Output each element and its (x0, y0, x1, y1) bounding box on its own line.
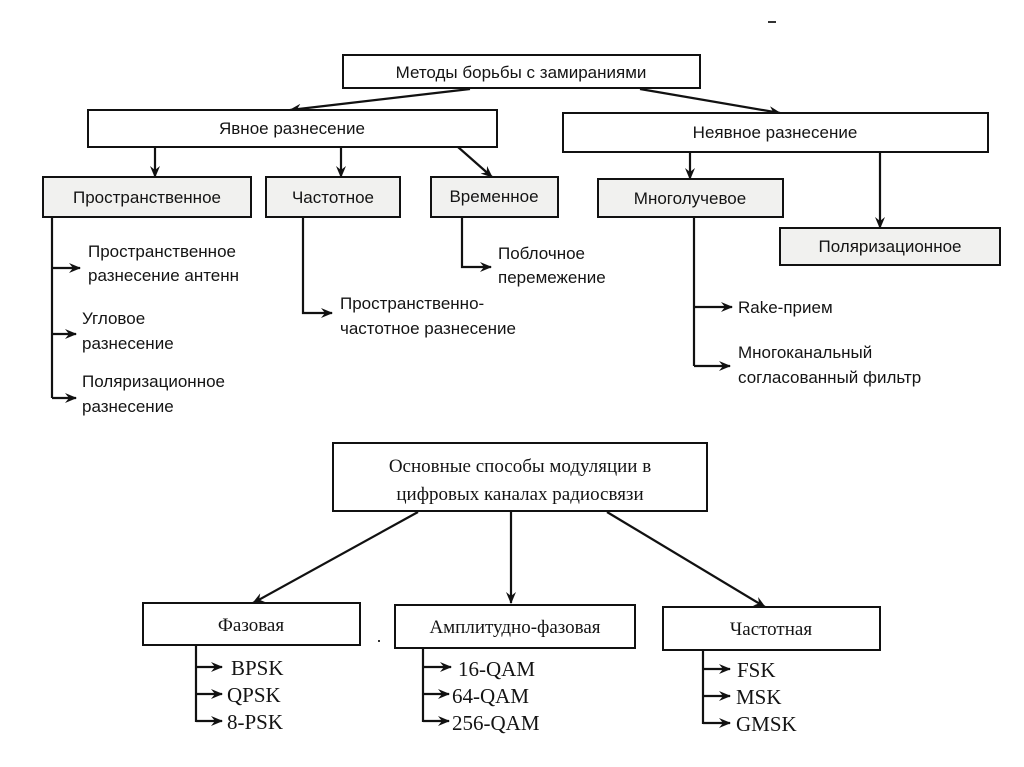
leaf-16qam: 16-QAM (458, 657, 535, 681)
svg-text:разнесение: разнесение (82, 397, 174, 416)
node-label: Неявное разнесение (693, 123, 858, 142)
node-explicit-diversity[interactable]: Явное разнесение (87, 109, 498, 148)
node-label: Амплитудно-фазовая (429, 617, 600, 638)
arrow-root-to-implicit (639, 87, 781, 117)
node-implicit-diversity[interactable]: Неявное разнесение (562, 112, 989, 153)
leaf-polarization-diversity: Поляризационное разнесение (82, 372, 225, 416)
svg-text:частотное разнесение: частотное разнесение (340, 319, 516, 338)
leaf-multichannel-matched-filter: Многоканальный согласованный фильтр (738, 343, 921, 387)
leaf-bpsk: BPSK (231, 656, 284, 680)
node-multipath[interactable]: Многолучевое (597, 178, 784, 218)
modulation-methods-tree: Основные способы модуляции в цифровых ка… (142, 442, 881, 736)
leaf-qpsk: QPSK (227, 683, 281, 707)
arrow-root-to-explicit (289, 87, 471, 114)
node-label: Методы борьбы с замираниями (396, 63, 647, 82)
arrow-explicit-to-time (457, 146, 493, 178)
svg-text:Угловое: Угловое (82, 309, 145, 328)
svg-text:Пространственное: Пространственное (88, 242, 236, 261)
leaf-angular-diversity: Угловое разнесение (82, 309, 174, 353)
arrow-modulation-to-frequency (606, 511, 766, 608)
svg-text:Поляризационное: Поляризационное (82, 372, 225, 391)
leaf-256qam: 256-QAM (452, 711, 540, 735)
node-amplitude-phase-modulation[interactable]: Амплитудно-фазовая (394, 604, 636, 649)
svg-text:Многоканальный: Многоканальный (738, 343, 872, 362)
node-label: Явное разнесение (219, 119, 365, 138)
node-label: Частотная (730, 619, 812, 640)
svg-text:Rake-прием: Rake-прием (738, 298, 833, 317)
node-time[interactable]: Временное (430, 176, 559, 218)
arrow-modulation-to-phase (252, 511, 419, 604)
leaf-64qam: 64-QAM (452, 684, 529, 708)
node-spatial[interactable]: Пространственное (42, 176, 252, 218)
fading-methods-tree: Методы борьбы с замираниями Явное разнес… (42, 54, 1001, 416)
leaf-gmsk: GMSK (736, 712, 797, 736)
node-frequency-modulation[interactable]: Частотная (662, 606, 881, 651)
node-phase-modulation[interactable]: Фазовая (142, 602, 361, 646)
leaf-rake-receiver: Rake-прием (738, 298, 833, 317)
node-polarization[interactable]: Поляризационное (779, 227, 1001, 266)
node-label: Пространственное (73, 188, 221, 207)
scan-dot (378, 640, 380, 642)
leaf-space-frequency-diversity: Пространственно- частотное разнесение (340, 294, 516, 338)
node-label-line2: цифровых каналах радиосвязи (396, 484, 643, 505)
svg-text:перемежение: перемежение (498, 268, 606, 287)
svg-text:разнесение антенн: разнесение антенн (88, 266, 239, 285)
node-frequency[interactable]: Частотное (265, 176, 401, 218)
arrow-frequency-spacefreq (301, 217, 333, 318)
node-label: Поляризационное (819, 237, 962, 256)
node-modulation-methods[interactable]: Основные способы модуляции в цифровых ка… (332, 442, 708, 512)
svg-text:разнесение: разнесение (82, 334, 174, 353)
svg-text:Пространственно-: Пространственно- (340, 294, 484, 313)
svg-text:согласованный фильтр: согласованный фильтр (738, 368, 921, 387)
node-label: Частотное (292, 188, 374, 207)
node-label: Многолучевое (634, 189, 746, 208)
leaf-msk: MSK (736, 685, 782, 709)
leaf-8psk: 8-PSK (227, 710, 283, 734)
node-label: Фазовая (218, 615, 284, 636)
arrow-time-interleaving (460, 217, 492, 272)
scan-mark (768, 21, 776, 23)
svg-text:Поблочное: Поблочное (498, 244, 585, 263)
leaf-antenna-spatial-diversity: Пространственное разнесение антенн (88, 242, 239, 285)
leaf-block-interleaving: Поблочное перемежение (498, 244, 606, 287)
node-label-line1: Основные способы модуляции в (389, 456, 651, 477)
node-label: Временное (449, 187, 538, 206)
node-fading-methods[interactable]: Методы борьбы с замираниями (342, 54, 701, 89)
leaf-fsk: FSK (737, 658, 776, 682)
